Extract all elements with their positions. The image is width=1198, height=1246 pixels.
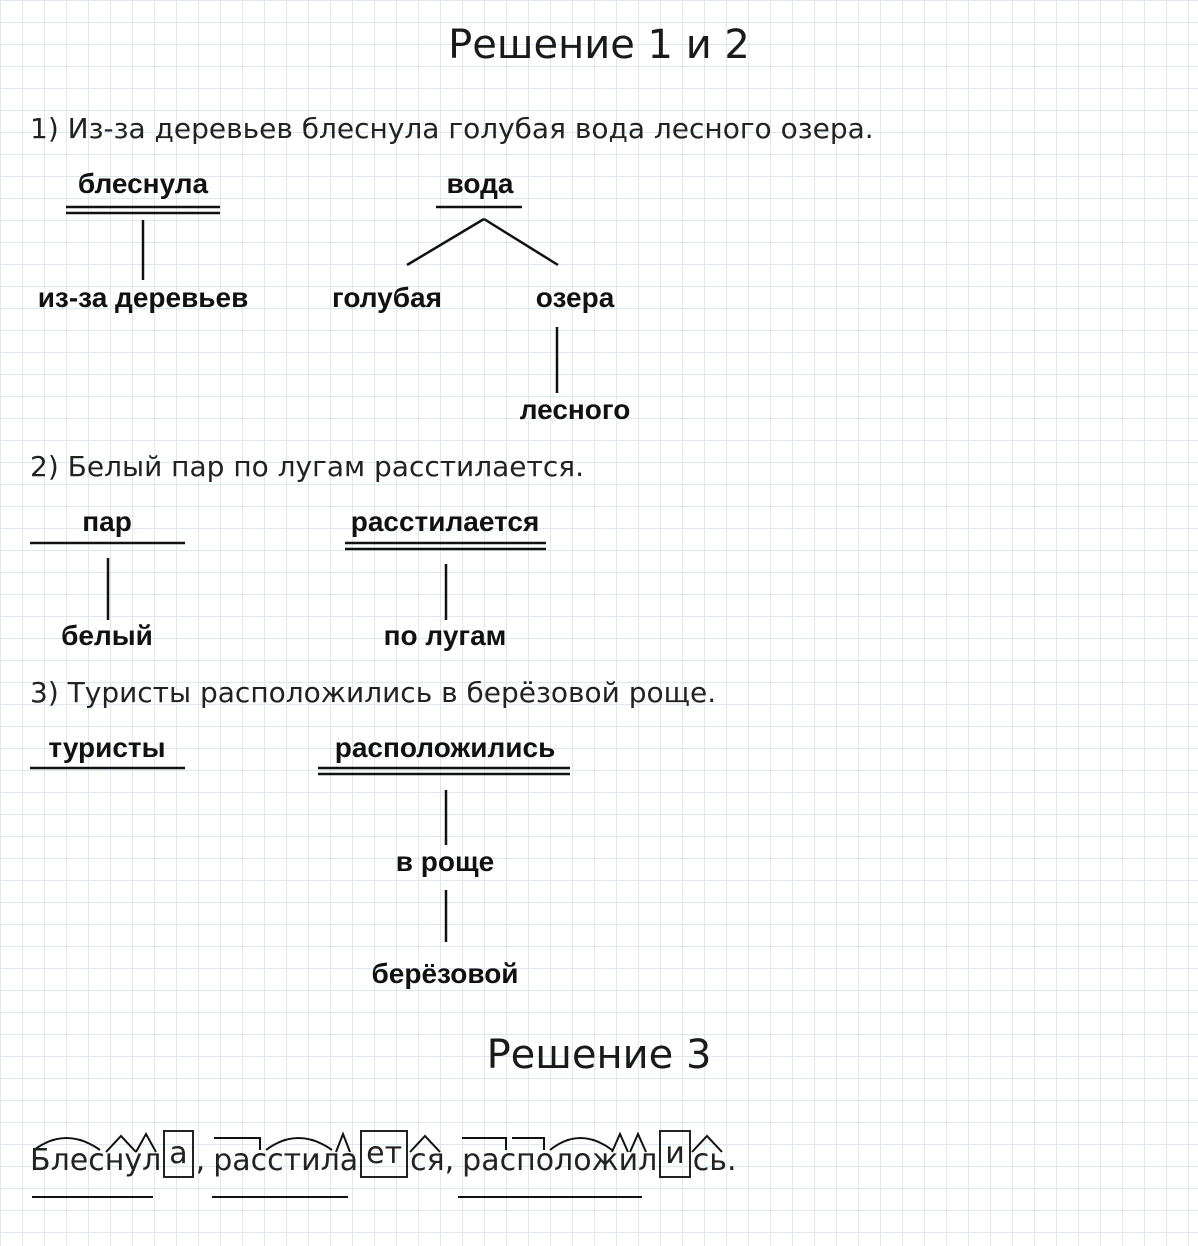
w2-stem: расстила (213, 1143, 359, 1178)
w1-prefix-arc (33, 1137, 101, 1151)
w3-stem: расположил (462, 1143, 658, 1178)
s1-subject: вода (446, 168, 514, 199)
w2-ending: ет (360, 1130, 409, 1178)
separator-comma: , (195, 1143, 206, 1178)
w3-postfix: сь. (692, 1143, 737, 1178)
s1-subject-dependent-2: озера (535, 282, 615, 313)
solution-1-2-heading: Решение 1 и 2 (448, 22, 750, 68)
w2-root-arc (265, 1137, 333, 1151)
s1-predicate: блеснула (77, 168, 209, 199)
s3-subject: туристы (48, 732, 166, 763)
w3-suffix-mark-1 (611, 1131, 629, 1153)
s3-predicate: расположились (334, 732, 556, 763)
w2-prefix-mark (214, 1137, 261, 1150)
w3-postfix-mark (691, 1134, 723, 1153)
w2-postfix: ся, (410, 1143, 455, 1178)
w2-suffix-mark (335, 1131, 351, 1153)
w3-suffix-mark-2 (629, 1131, 647, 1153)
w1-stem: Блеснул (30, 1143, 162, 1178)
solution-3-heading: Решение 3 (486, 1032, 712, 1078)
w1-suffix-mark-2 (135, 1131, 157, 1153)
s3-dependent-of-dependent: берёзовой (371, 958, 519, 989)
w3-ending: и (659, 1130, 691, 1178)
s3-predicate-dependent: в роще (395, 846, 495, 877)
w3-prefix-mark-1 (462, 1137, 507, 1150)
s1-predicate-dependent: из-за деревьев (37, 282, 249, 313)
sentence-3: 3) Туристы расположились в берёзовой рощ… (30, 676, 717, 709)
sentence-1: 1) Из-за деревьев блеснула голубая вода … (30, 112, 874, 145)
s2-subject: пар (82, 506, 132, 537)
w3-prefix-mark-2 (512, 1137, 545, 1150)
s1-subject-dependent-1: голубая (332, 282, 442, 313)
s2-predicate-dependent: по лугам (383, 620, 507, 651)
s2-subject-dependent: белый (61, 620, 153, 651)
w1-ending: а (163, 1130, 194, 1178)
w3-root-arc (549, 1137, 613, 1151)
morpheme-analysis: Блеснул а , расстила ет ся, расположил и… (30, 1130, 737, 1178)
s1-branch-left (406, 217, 485, 267)
s2-predicate: расстилается (350, 506, 540, 537)
s1-branch-right (483, 217, 559, 267)
w1-suffix-mark-1 (105, 1134, 137, 1153)
sentence-2: 2) Белый пар по лугам расстилается. (30, 450, 584, 483)
w2-postfix-mark (409, 1134, 441, 1153)
s1-dependent-of-dependent: лесного (519, 394, 631, 425)
